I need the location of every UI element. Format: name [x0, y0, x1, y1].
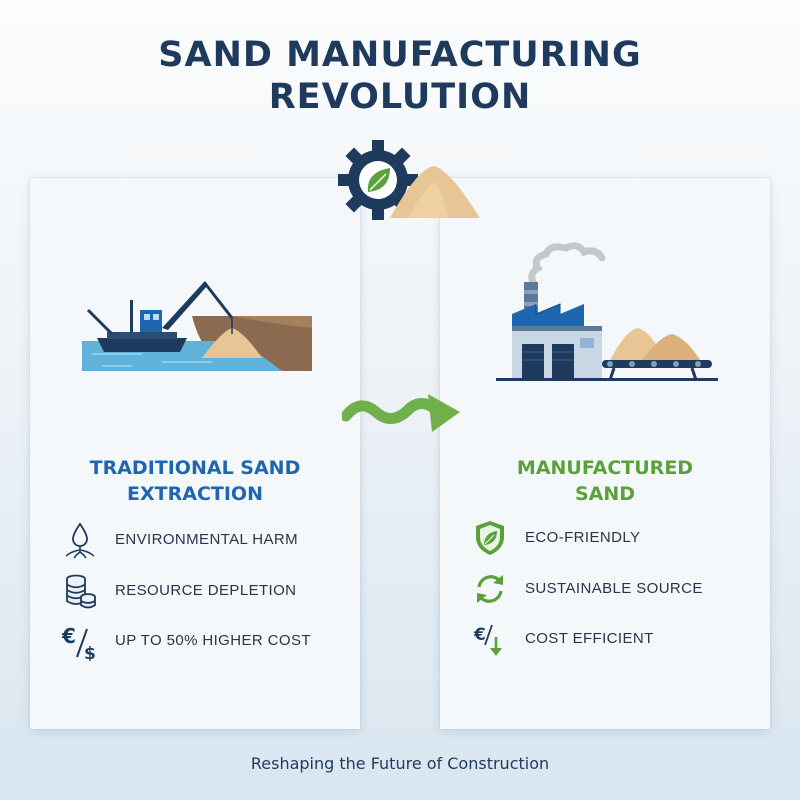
- manufactured-sand-panel: MANUFACTURED SAND ECO-FRIENDLY SUSTAINAB…: [440, 178, 770, 729]
- euro-dollar-icon: € $: [61, 624, 96, 661]
- coin-stack-icon: [66, 574, 96, 609]
- svg-text:$: $: [84, 644, 96, 661]
- feature-label: RESOURCE DEPLETION: [115, 582, 297, 599]
- factory-conveyor-illustration: [496, 242, 718, 381]
- title-line-1: SAND MANUFACTURING: [158, 35, 642, 75]
- dredger-excavation-illustration: [82, 281, 312, 371]
- feature-cost-efficient: € COST EFFICIENT: [440, 619, 770, 659]
- feature-sustainable-source: SUSTAINABLE SOURCE: [440, 569, 770, 609]
- feature-label: SUSTAINABLE SOURCE: [525, 580, 703, 597]
- title-line-2: REVOLUTION: [268, 77, 532, 117]
- page-title: SAND MANUFACTURING REVOLUTION: [0, 34, 800, 118]
- svg-text:€: €: [61, 624, 76, 648]
- feature-label: COST EFFICIENT: [525, 630, 654, 647]
- wavy-arrow-icon: [342, 394, 460, 432]
- feature-resource-depletion: RESOURCE DEPLETION: [30, 571, 360, 611]
- traditional-heading: TRADITIONAL SAND EXTRACTION: [30, 455, 360, 507]
- footer-tagline: Reshaping the Future of Construction: [250, 754, 550, 773]
- recycle-arrows-icon: [477, 575, 503, 603]
- traditional-heading-line-1: TRADITIONAL SAND: [89, 457, 301, 479]
- traditional-extraction-panel: TRADITIONAL SAND EXTRACTION ENVIRONMENTA…: [30, 178, 360, 729]
- manufactured-heading-line-1: MANUFACTURED: [516, 457, 694, 479]
- feature-label: UP TO 50% HIGHER COST: [115, 632, 311, 649]
- feature-higher-cost: € $ UP TO 50% HIGHER COST: [30, 621, 360, 661]
- gear-leaf-sand-icon: [338, 140, 480, 220]
- svg-text:€: €: [473, 625, 486, 645]
- manufactured-heading: MANUFACTURED SAND: [440, 455, 770, 507]
- manufactured-heading-line-2: SAND: [574, 483, 636, 505]
- traditional-heading-line-2: EXTRACTION: [127, 483, 263, 505]
- feature-environmental-harm: ENVIRONMENTAL HARM: [30, 520, 360, 560]
- feature-label: ECO-FRIENDLY: [525, 529, 641, 546]
- feature-eco-friendly: ECO-FRIENDLY: [440, 518, 770, 558]
- euro-down-arrow-icon: €: [473, 624, 502, 656]
- water-drop-roots-icon: [65, 522, 95, 559]
- feature-label: ENVIRONMENTAL HARM: [115, 531, 299, 548]
- shield-leaf-icon: [476, 521, 504, 555]
